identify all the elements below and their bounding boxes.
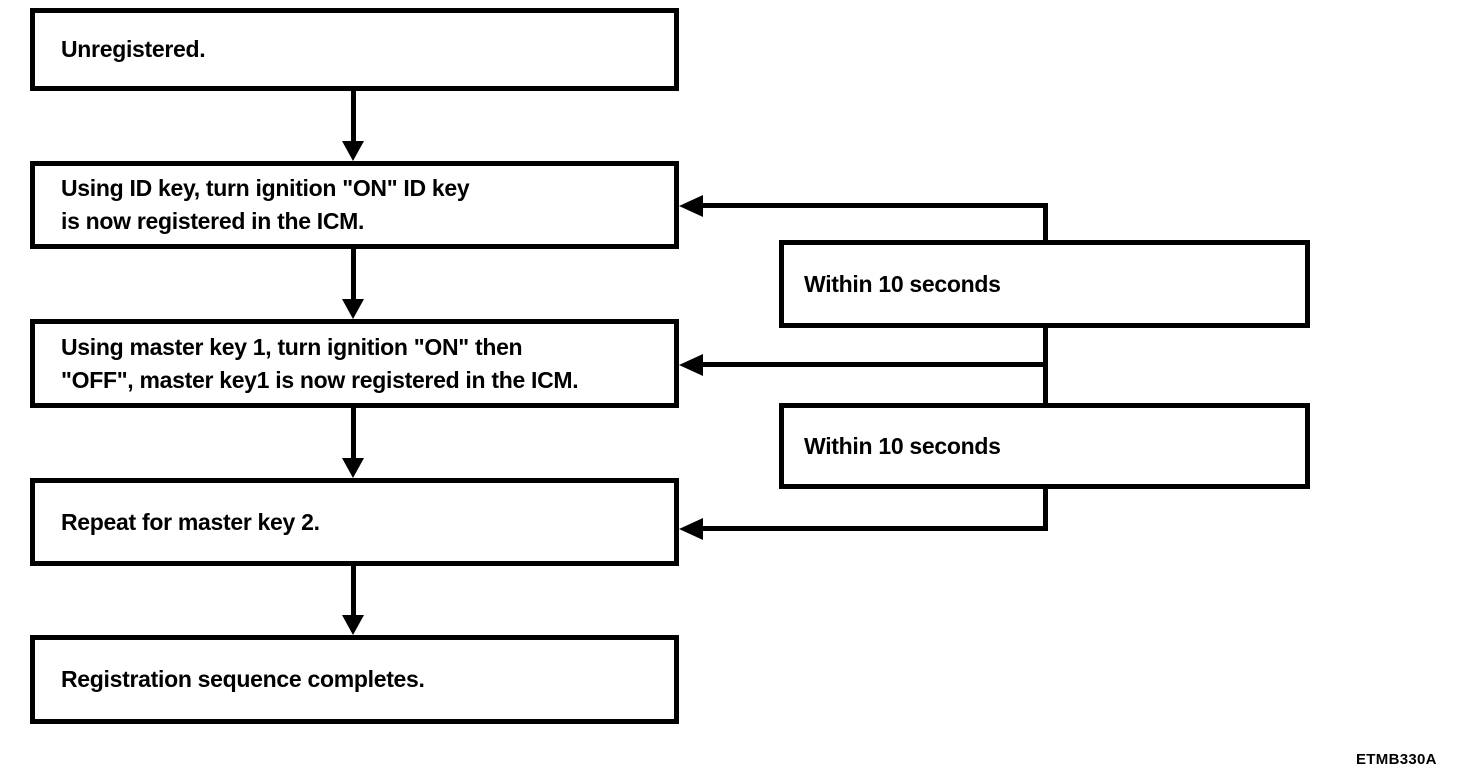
feedback-line-vertical	[1043, 205, 1048, 529]
flow-box-registration-complete: Registration sequence completes.	[30, 635, 679, 724]
down-arrow-2-icon	[342, 299, 364, 319]
flow-box-repeat-master-key2: Repeat for master key 2.	[30, 478, 679, 566]
left-arrow-2-icon	[679, 354, 703, 376]
down-arrow-3-stem	[351, 407, 356, 459]
feedback-arrow-1-line	[701, 203, 1048, 208]
flow-box-master-key1-registration-label: Using master key 1, turn ignition "ON" t…	[61, 333, 579, 393]
flow-box-registration-complete-label: Registration sequence completes.	[61, 666, 425, 692]
left-arrow-3-icon	[679, 518, 703, 540]
feedback-arrow-2-line	[701, 362, 1048, 367]
down-arrow-3-icon	[342, 458, 364, 478]
flow-box-id-key-registration-label: Using ID key, turn ignition "ON" ID key …	[61, 175, 470, 234]
down-arrow-2-stem	[351, 249, 356, 300]
down-arrow-4-stem	[351, 565, 356, 616]
feedback-arrow-3-line	[701, 526, 1048, 531]
flow-box-repeat-master-key2-label: Repeat for master key 2.	[61, 508, 320, 535]
left-arrow-1-icon	[679, 195, 703, 217]
down-arrow-1-stem	[351, 91, 356, 142]
down-arrow-4-icon	[342, 615, 364, 635]
within-10-seconds-label-1: Within 10 seconds	[804, 270, 1001, 297]
within-10-seconds-box-2: Within 10 seconds	[779, 403, 1310, 489]
flow-box-unregistered: Unregistered.	[30, 8, 679, 91]
flow-box-master-key1-registration: Using master key 1, turn ignition "ON" t…	[30, 319, 679, 408]
figure-code-label: ETMB330A	[1356, 751, 1437, 768]
within-10-seconds-box-1: Within 10 seconds	[779, 240, 1310, 328]
flow-box-id-key-registration: Using ID key, turn ignition "ON" ID key …	[30, 161, 679, 249]
flow-box-unregistered-label: Unregistered.	[61, 36, 206, 62]
within-10-seconds-label-2: Within 10 seconds	[804, 432, 1001, 459]
down-arrow-1-icon	[342, 141, 364, 161]
